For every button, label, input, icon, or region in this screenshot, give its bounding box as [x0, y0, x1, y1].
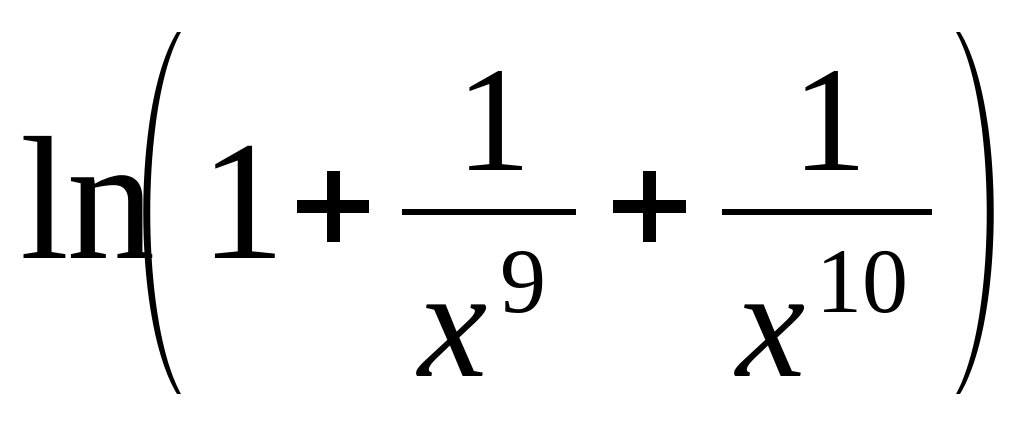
fraction-1-bar	[402, 209, 576, 215]
right-parenthesis	[956, 32, 994, 394]
fraction-2-variable: x	[736, 237, 806, 410]
plus-operator-2-vertical	[643, 171, 656, 242]
function-name: ln	[20, 102, 155, 297]
fraction-2-bar	[722, 209, 932, 215]
fraction-1-numerator: 1	[456, 37, 531, 203]
constant-term: 1	[200, 107, 285, 295]
fraction-2-numerator: 1	[792, 37, 867, 203]
fraction-1-exponent: 9	[500, 230, 546, 332]
fraction-1-variable: x	[418, 237, 488, 410]
plus-operator-1-vertical	[327, 171, 340, 242]
fraction-2-exponent: 10	[816, 230, 908, 332]
